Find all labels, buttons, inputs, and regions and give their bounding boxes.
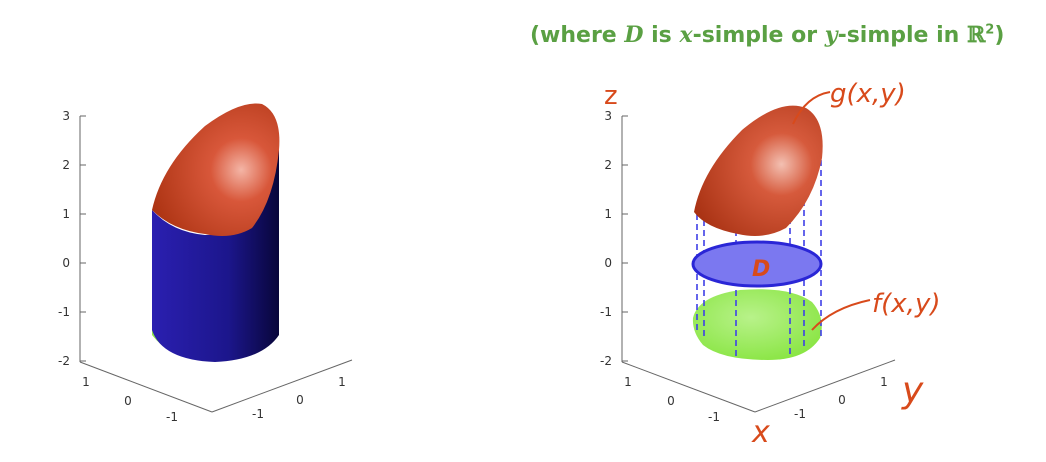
y-axis-annotation: y <box>901 370 924 411</box>
left-y-tick: 0 <box>296 393 304 407</box>
right-z-tick-labels: 3 2 1 0 -1 -2 <box>600 109 612 368</box>
right-axes <box>621 115 896 413</box>
x-axis-annotation: x <box>751 415 770 450</box>
region-d-annotation: D <box>752 257 770 282</box>
caption-exponent: 2 <box>985 22 995 38</box>
right-x-tick: 1 <box>624 375 632 389</box>
left-axes <box>79 115 353 413</box>
caption-y-symbol: y <box>824 22 838 48</box>
caption-open: (where <box>530 23 625 48</box>
left-side-wall <box>152 140 279 362</box>
left-x-tick: -1 <box>166 410 178 424</box>
left-z-tick: 0 <box>62 256 70 270</box>
left-z-tick: 3 <box>62 109 70 123</box>
right-bottom-surface <box>692 289 822 360</box>
left-z-tick: 1 <box>62 207 70 221</box>
top-surface-annotation: g(x,y) <box>830 79 906 109</box>
left-top-surface <box>152 103 280 236</box>
right-x-tick: -1 <box>708 410 720 424</box>
right-x-tick: 0 <box>667 394 675 408</box>
left-y-tick-labels: -1 0 1 <box>252 375 346 421</box>
caption-x-symbol: x <box>679 22 693 48</box>
z-axis-annotation: z <box>604 81 618 111</box>
right-z-tick: 0 <box>604 256 612 270</box>
caption-domain-symbol: D <box>624 22 644 48</box>
left-y-tick: 1 <box>338 375 346 389</box>
annotations: z g(x,y) D f(x,y) y x <box>604 79 940 450</box>
left-z-tick: -1 <box>58 305 70 319</box>
left-z-tick-labels: 3 2 1 0 -1 -2 <box>58 109 70 368</box>
top-surface-pointer <box>792 91 831 125</box>
left-x-tick: 0 <box>124 394 132 408</box>
right-y-axis-line <box>754 359 896 413</box>
left-z-tick: -2 <box>58 354 70 368</box>
right-z-tick: -1 <box>600 305 612 319</box>
left-y-axis-line <box>211 359 353 413</box>
caption-close: ) <box>994 23 1005 48</box>
right-x-axis-line <box>621 361 756 413</box>
right-y-tick: -1 <box>794 407 806 421</box>
region-d-ellipse <box>691 240 823 288</box>
right-plot: 3 2 1 0 -1 -2 1 0 -1 -1 0 1 <box>600 105 896 424</box>
right-y-tick: 0 <box>838 393 846 407</box>
caption-is: is <box>643 23 680 48</box>
left-x-tick-labels: 1 0 -1 <box>82 375 178 424</box>
right-top-surface <box>694 105 823 236</box>
right-z-tick: 1 <box>604 207 612 221</box>
left-x-axis-line <box>79 361 213 413</box>
caption-mid: -simple or <box>692 23 825 48</box>
right-y-tick: 1 <box>880 375 888 389</box>
bottom-surface-pointer <box>811 299 871 331</box>
left-plot: 3 2 1 0 -1 -2 1 0 -1 -1 0 1 <box>58 103 353 424</box>
right-x-tick-labels: 1 0 -1 <box>624 375 720 424</box>
left-y-tick: -1 <box>252 407 264 421</box>
right-z-tick: -2 <box>600 354 612 368</box>
right-y-tick-labels: -1 0 1 <box>794 375 888 421</box>
caption: (where D is x-simple or y-simple in ℝ2) <box>530 22 1040 48</box>
left-z-tick: 2 <box>62 158 70 172</box>
caption-end: -simple in <box>837 23 967 48</box>
left-x-tick: 1 <box>82 375 90 389</box>
right-z-tick: 2 <box>604 158 612 172</box>
right-z-tick: 3 <box>604 109 612 123</box>
bottom-surface-annotation: f(x,y) <box>872 289 940 319</box>
caption-reals-symbol: ℝ <box>966 22 986 48</box>
